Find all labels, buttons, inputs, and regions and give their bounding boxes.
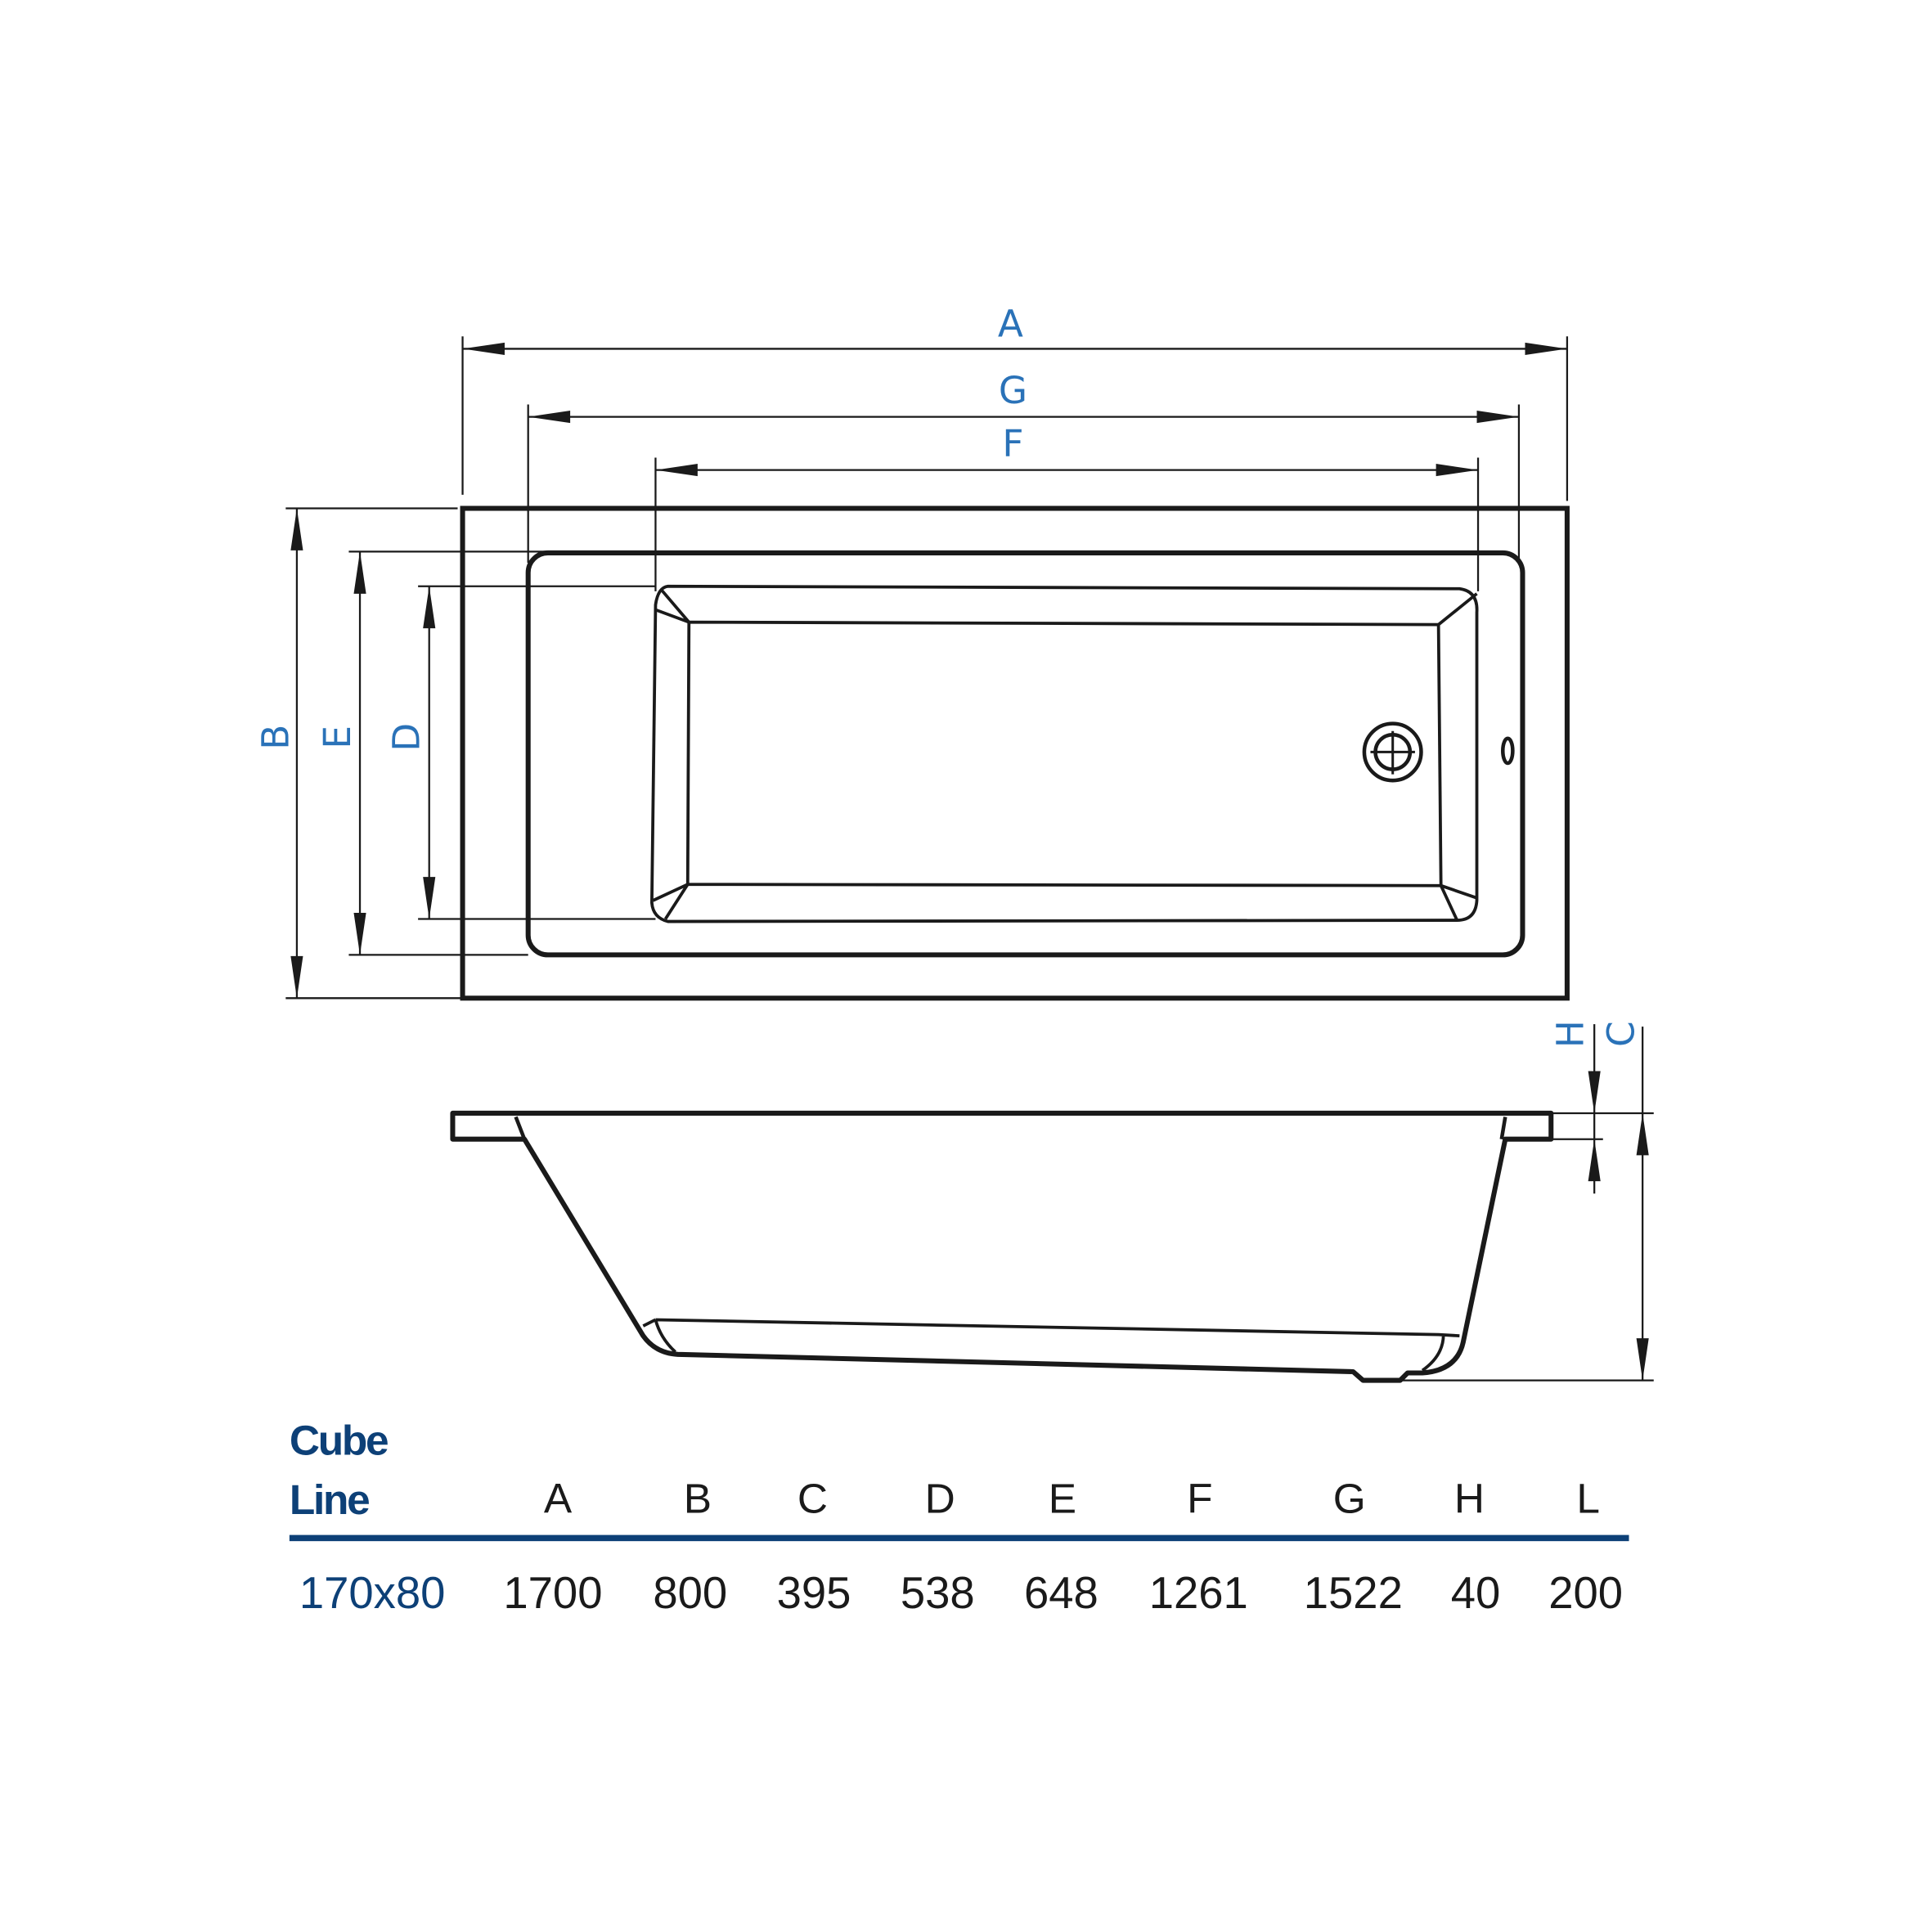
value-B: 800: [653, 1568, 727, 1618]
label-C: C: [1600, 1021, 1643, 1047]
inner-rim: [525, 550, 1525, 958]
value-E: 648: [1024, 1568, 1099, 1618]
header-B: B: [684, 1474, 712, 1521]
label-F: F: [1002, 422, 1023, 465]
label-B: B: [254, 725, 297, 750]
header-F: F: [1187, 1474, 1212, 1521]
outer-rim: [460, 505, 1570, 1001]
row-model: 170x80: [299, 1568, 446, 1618]
table-header: A B C D E F G H L: [544, 1474, 1600, 1521]
label-G: G: [999, 369, 1027, 412]
header-H: H: [1454, 1474, 1485, 1521]
header-A: A: [544, 1474, 573, 1521]
dimensions-table: Cube Line A B C D E F G H L 170x80 1700 …: [289, 1416, 1629, 1618]
drain-icon: [1362, 721, 1423, 783]
value-D: 538: [901, 1568, 975, 1618]
value-H: 40: [1451, 1568, 1501, 1618]
label-E: E: [316, 726, 359, 749]
value-L: 200: [1548, 1568, 1623, 1618]
header-E: E: [1049, 1474, 1076, 1521]
table-title-line2: Line: [290, 1476, 369, 1523]
value-A: 1700: [503, 1568, 602, 1618]
label-A: A: [998, 302, 1023, 345]
side-view-dimensions: [1363, 1024, 1654, 1382]
header-D: D: [925, 1474, 955, 1521]
side-view: [450, 1110, 1554, 1383]
side-view-labels: H C: [1549, 1020, 1643, 1048]
overflow-icon: [1501, 736, 1515, 766]
table-title-line1: Cube: [290, 1416, 388, 1463]
value-G: 1522: [1304, 1568, 1403, 1618]
top-view-labels: A G F B E D: [254, 302, 1027, 751]
value-F: 1261: [1149, 1568, 1248, 1618]
tub-floor-inner: [642, 1318, 1460, 1373]
tub-profile: [450, 1110, 1554, 1383]
table-row: 170x80 1700 800 395 538 648 1261 1522 40…: [299, 1568, 1623, 1618]
label-H: H: [1549, 1020, 1593, 1048]
basin-edge: [650, 584, 1479, 923]
table-divider: [289, 1534, 1629, 1542]
label-D: D: [385, 723, 429, 752]
top-view-dimensions: [285, 336, 1569, 1000]
value-C: 395: [777, 1568, 851, 1618]
header-C: C: [798, 1474, 828, 1521]
basin-floor: [685, 620, 1443, 887]
top-view: [460, 505, 1570, 1001]
header-L: L: [1576, 1474, 1600, 1521]
header-G: G: [1333, 1474, 1366, 1521]
